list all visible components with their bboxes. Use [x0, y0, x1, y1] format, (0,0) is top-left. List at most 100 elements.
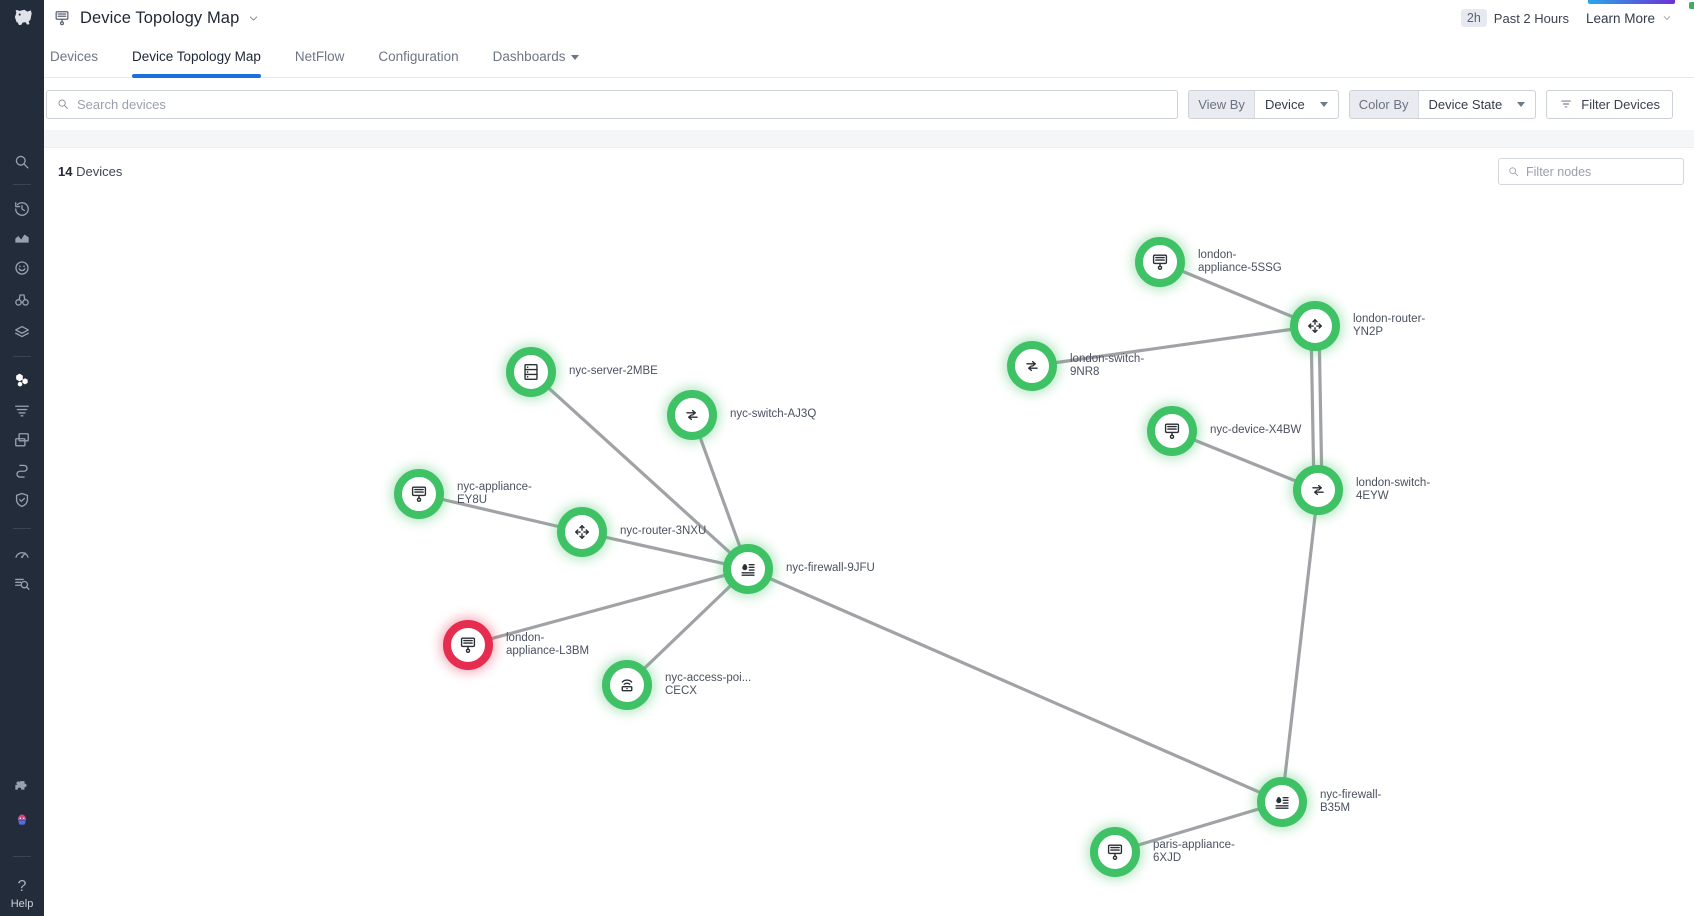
processes-icon — [12, 430, 32, 450]
logs-icon — [12, 322, 32, 342]
panel-separator — [44, 130, 1694, 148]
device-node-label-london-appliance-L3BM: london-appliance-L3BM — [506, 631, 590, 658]
device-node-nyc-switch-AJ3Q[interactable] — [667, 390, 717, 440]
firewall-icon — [737, 558, 759, 580]
sidebar-item-metrics[interactable] — [0, 225, 44, 251]
sidebar-item-infrastructure[interactable] — [0, 367, 44, 393]
device-node-label-paris-appliance-6XJD: paris-appliance-6XJD — [1153, 838, 1235, 865]
sidebar-divider — [13, 356, 31, 357]
datadog-dog-icon — [14, 9, 32, 26]
access-point-icon — [616, 674, 638, 696]
device-node-label-nyc-server-2MBE: nyc-server-2MBE — [569, 365, 658, 378]
sidebar-item-security[interactable] — [0, 487, 44, 513]
tab-label: Dashboards — [492, 49, 566, 64]
color-by-value: Device State — [1428, 96, 1503, 112]
tab-netflow[interactable]: NetFlow — [295, 49, 345, 77]
sidebar-item-apm[interactable] — [0, 287, 44, 313]
search-icon — [12, 152, 32, 172]
device-node-nyc-router-3NXU[interactable] — [557, 507, 607, 557]
sidebar-item-history[interactable] — [0, 196, 44, 222]
appliance-icon — [457, 634, 479, 656]
time-range-label[interactable]: Past 2 Hours — [1493, 10, 1569, 26]
search-devices-input[interactable] — [77, 96, 1178, 112]
learn-more-label: Learn More — [1585, 10, 1655, 26]
infrastructure-icon — [12, 370, 32, 390]
sidebar-item-monitors[interactable] — [0, 541, 44, 567]
sidebar-item-integrations[interactable] — [0, 774, 44, 800]
main-area: Device Topology Map 2h Past 2 Hours Lear… — [44, 0, 1694, 916]
bits-ai-icon — [12, 810, 32, 830]
monitors-icon — [12, 544, 32, 564]
sidebar-item-service-map[interactable] — [0, 457, 44, 483]
node-filter — [1498, 158, 1684, 185]
appliance-icon — [1104, 841, 1126, 863]
device-node-london-switch-4EYW[interactable] — [1293, 465, 1343, 515]
sidebar-item-logs[interactable] — [0, 319, 44, 345]
tab-chevron-down-icon — [571, 55, 580, 60]
device-node-label-london-switch-4EYW: london-switch-4EYW — [1356, 476, 1431, 503]
device-node-nyc-access-point-CECX[interactable] — [602, 660, 652, 710]
tab-dashboards[interactable]: Dashboards — [493, 49, 580, 77]
sidebar-item-help[interactable]: ? Help — [0, 879, 44, 911]
time-range-badge[interactable]: 2h — [1460, 9, 1487, 27]
header-right-cluster: 2h Past 2 Hours Learn More — [1460, 9, 1672, 27]
appliance-icon — [408, 483, 430, 505]
view-by-select[interactable]: View By Device — [1188, 89, 1339, 119]
toolbar: View By Device Color By Device State Fil… — [44, 78, 1694, 130]
server-icon — [520, 361, 542, 383]
device-node-nyc-server-2MBE[interactable] — [506, 347, 556, 397]
sidebar-item-processes[interactable] — [0, 427, 44, 453]
filter-devices-button[interactable]: Filter Devices — [1546, 89, 1673, 119]
learn-more-chevron-down-icon — [1662, 13, 1672, 23]
filter-nodes-input[interactable] — [1526, 164, 1683, 179]
sidebar-item-log-search[interactable] — [0, 571, 44, 597]
switch-icon — [681, 404, 703, 426]
device-node-nyc-device-X4BW[interactable] — [1147, 406, 1197, 456]
watchdog-icon — [12, 258, 32, 278]
device-count: 14 Devices — [58, 164, 122, 179]
learn-more-button[interactable]: Learn More — [1586, 11, 1672, 26]
device-node-nyc-firewall-B35M[interactable] — [1257, 777, 1307, 827]
device-node-label-london-router-YN2P: london-router-YN2P — [1353, 312, 1426, 339]
sidebar-item-search[interactable] — [0, 149, 44, 175]
topology-map-panel: 14 Devices london-appliance-5SSG london-r… — [44, 148, 1694, 916]
device-node-label-london-appliance-5SSG: london-appliance-5SSG — [1198, 248, 1282, 275]
device-search — [46, 89, 1179, 119]
title-chevron-down-icon[interactable] — [248, 13, 259, 24]
network-icon — [12, 400, 32, 420]
service-map-icon — [12, 460, 32, 480]
page-title: Device Topology Map — [80, 8, 240, 27]
view-by-value: Device — [1264, 96, 1305, 112]
tab-configuration[interactable]: Configuration — [378, 49, 458, 77]
device-node-nyc-appliance-EY8U[interactable] — [394, 469, 444, 519]
device-node-london-router-YN2P[interactable] — [1290, 301, 1340, 351]
history-icon — [12, 199, 32, 219]
metrics-icon — [12, 228, 32, 248]
color-by-select[interactable]: Color By Device State — [1348, 89, 1537, 119]
edge-london-switch-9NR8--london-router-YN2P — [1030, 324, 1317, 368]
datadog-logo[interactable] — [10, 5, 35, 30]
tab-label: NetFlow — [294, 49, 345, 64]
sidebar-item-watchdog[interactable] — [0, 255, 44, 281]
device-node-label-nyc-appliance-EY8U: nyc-appliance-EY8U — [457, 480, 532, 507]
device-node-label-nyc-firewall-9JFU: nyc-firewall-9JFU — [786, 562, 875, 575]
device-node-london-appliance-L3BM[interactable] — [443, 620, 493, 670]
sidebar-divider — [13, 856, 31, 857]
device-node-label-nyc-device-X4BW: nyc-device-X4BW — [1210, 424, 1302, 437]
filter-devices-label: Filter Devices — [1581, 96, 1660, 112]
global-sidebar: ? Help — [0, 0, 44, 916]
device-node-london-appliance-5SSG[interactable] — [1135, 237, 1185, 287]
device-node-london-switch-9NR8[interactable] — [1007, 341, 1057, 391]
log-search-icon — [12, 574, 32, 594]
device-node-paris-appliance-6XJD[interactable] — [1090, 827, 1140, 877]
sidebar-item-network[interactable] — [0, 397, 44, 423]
tab-devices[interactable]: Devices — [50, 49, 98, 77]
device-topology-icon — [52, 8, 72, 28]
device-count-label: Devices — [76, 164, 123, 179]
tab-device-topology-map[interactable]: Device Topology Map — [132, 49, 261, 78]
tab-label: Devices — [50, 49, 99, 64]
filter-icon — [1559, 97, 1573, 111]
sidebar-item-bits-ai[interactable] — [0, 807, 44, 833]
device-node-nyc-firewall-9JFU[interactable] — [723, 544, 773, 594]
